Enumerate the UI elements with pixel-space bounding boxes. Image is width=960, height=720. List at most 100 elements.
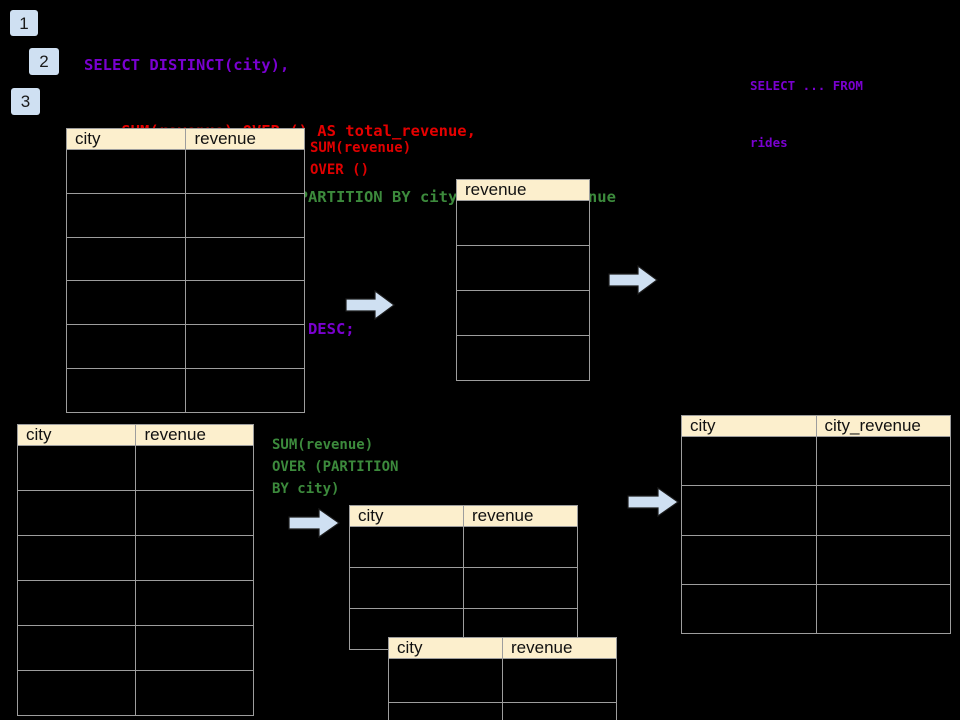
table-cell bbox=[185, 236, 305, 282]
arrow-source-to-total bbox=[345, 290, 395, 320]
column-header-city-revenue: city_revenue bbox=[815, 415, 951, 437]
table-cell bbox=[456, 245, 590, 291]
step-badge-2: 2 bbox=[29, 48, 59, 75]
column-header-revenue: revenue bbox=[502, 637, 617, 659]
table-header-row: city revenue bbox=[388, 637, 617, 659]
table-body bbox=[65, 149, 305, 413]
table-cell bbox=[135, 490, 254, 536]
table-cell bbox=[65, 368, 187, 413]
table-header-row: city revenue bbox=[349, 505, 578, 527]
table-cell bbox=[681, 435, 817, 487]
table-cell bbox=[456, 335, 590, 381]
table-cell bbox=[463, 526, 578, 568]
table-header-row: city revenue bbox=[65, 128, 305, 150]
column-header-revenue: revenue bbox=[456, 179, 590, 201]
sql-fragment-block: SELECT ... FROM rides bbox=[750, 38, 863, 190]
table-row bbox=[388, 702, 617, 720]
table-partition-group-front: city revenue bbox=[388, 637, 617, 720]
table-cell bbox=[135, 625, 254, 671]
table-row bbox=[456, 200, 590, 246]
table-cell bbox=[815, 435, 951, 487]
table-cell bbox=[65, 149, 187, 194]
table-cell bbox=[349, 526, 464, 568]
table-row bbox=[16, 670, 254, 716]
table-cell bbox=[185, 149, 305, 194]
table-row bbox=[65, 236, 305, 282]
table-header-row: revenue bbox=[456, 179, 590, 201]
table-row bbox=[16, 490, 254, 536]
table-cell bbox=[135, 670, 254, 716]
table-cell bbox=[65, 280, 187, 326]
column-header-city: city bbox=[16, 424, 137, 446]
table-row bbox=[65, 324, 305, 370]
table-cell bbox=[388, 702, 503, 720]
table-cell bbox=[681, 485, 817, 536]
table-row bbox=[456, 245, 590, 291]
table-cell bbox=[135, 580, 254, 626]
table-cell bbox=[16, 670, 137, 716]
table-cell bbox=[456, 200, 590, 246]
step-badge-3: 3 bbox=[11, 88, 40, 115]
table-cell bbox=[502, 702, 617, 720]
table-row bbox=[16, 445, 254, 491]
step-badge-1-label: 1 bbox=[19, 13, 29, 33]
table-cell bbox=[463, 567, 578, 609]
table-cell bbox=[815, 485, 951, 536]
table-cell bbox=[16, 625, 137, 671]
table-row bbox=[16, 535, 254, 581]
arrow-partition-to-result bbox=[627, 487, 679, 517]
table-row bbox=[16, 625, 254, 671]
annotation-over-partition: SUM(revenue) OVER (PARTITION BY city) bbox=[272, 437, 399, 497]
table-partition-group-back: city revenue bbox=[349, 505, 578, 650]
table-cell bbox=[65, 192, 187, 238]
table-row bbox=[456, 290, 590, 336]
step-badge-3-label: 3 bbox=[20, 92, 31, 111]
table-cell bbox=[185, 324, 305, 370]
table-row bbox=[65, 280, 305, 326]
column-header-city: city bbox=[388, 637, 503, 659]
column-header-city: city bbox=[349, 505, 464, 527]
column-header-revenue: revenue bbox=[185, 128, 305, 150]
table-cell bbox=[65, 236, 187, 282]
sql-line-select: SELECT DISTINCT(city), bbox=[84, 56, 290, 74]
table-cell bbox=[16, 535, 137, 581]
table-body bbox=[349, 526, 578, 650]
annotation-over-empty: SUM(revenue) OVER () bbox=[310, 140, 412, 178]
table-rides-source-bottom: city revenue bbox=[16, 424, 254, 716]
step-badge-2-label: 2 bbox=[39, 52, 49, 71]
table-row bbox=[681, 485, 951, 536]
arrow-source-to-partition bbox=[288, 508, 340, 538]
table-row bbox=[681, 435, 951, 487]
table-cell bbox=[388, 658, 503, 703]
table-row bbox=[16, 580, 254, 626]
table-cell bbox=[681, 534, 817, 585]
table-row bbox=[65, 368, 305, 413]
table-cell bbox=[16, 580, 137, 626]
table-cell bbox=[16, 490, 137, 536]
table-body bbox=[456, 200, 590, 381]
table-row bbox=[681, 583, 951, 635]
step-badge-1: 1 bbox=[10, 10, 38, 36]
table-cell bbox=[349, 567, 464, 609]
column-header-revenue: revenue bbox=[135, 424, 254, 446]
table-body bbox=[16, 445, 254, 716]
table-cell bbox=[502, 658, 617, 703]
table-row bbox=[65, 192, 305, 238]
table-cell bbox=[185, 368, 305, 413]
table-cell bbox=[135, 445, 254, 491]
table-cell bbox=[135, 535, 254, 581]
table-row bbox=[349, 526, 578, 568]
sql-fragment-line-2: rides bbox=[750, 135, 788, 150]
column-header-revenue: revenue bbox=[463, 505, 578, 527]
column-header-city: city bbox=[681, 415, 817, 437]
table-total-revenue: revenue bbox=[456, 179, 590, 381]
table-row bbox=[681, 534, 951, 585]
table-cell bbox=[815, 534, 951, 585]
sql-fragment-line-1: SELECT ... FROM bbox=[750, 78, 863, 93]
arrow-total-to-right bbox=[608, 265, 658, 295]
table-cell bbox=[456, 290, 590, 336]
table-header-row: city city_revenue bbox=[681, 415, 951, 437]
table-city-revenue-result: city city_revenue bbox=[681, 415, 951, 635]
table-cell bbox=[185, 192, 305, 238]
